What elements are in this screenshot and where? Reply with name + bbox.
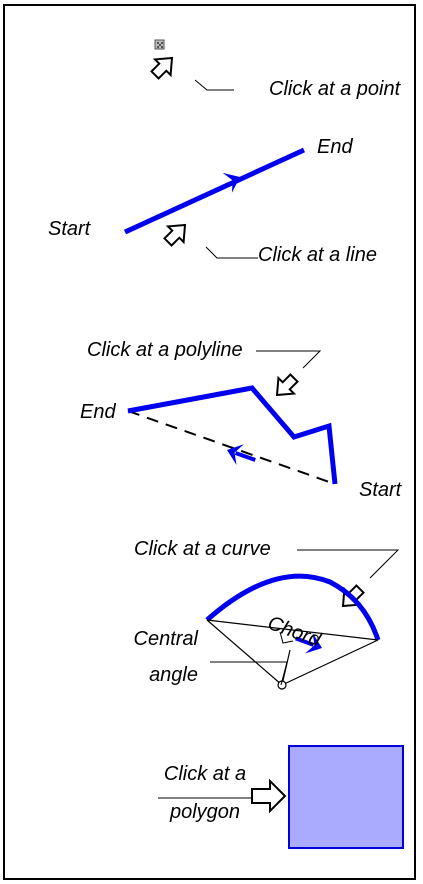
line-start-label: Start xyxy=(48,218,91,240)
curve-arc-shape xyxy=(205,573,381,641)
central-angle-label-line2: angle xyxy=(149,664,198,686)
direction-arrow-icon xyxy=(227,444,256,466)
direction-arrow-icon xyxy=(295,632,322,654)
polyline-label: Click at a polyline xyxy=(87,339,243,361)
polygon-label-line2: polygon xyxy=(169,801,241,823)
hollow-right-arrow-icon xyxy=(251,778,287,814)
central-angle-label-line1: Central xyxy=(133,628,198,650)
polyline-end-label: End xyxy=(80,401,116,423)
radius-line-2 xyxy=(281,639,379,686)
point-marker-icon xyxy=(154,39,165,50)
pointer-arrow-icon xyxy=(163,223,187,247)
polyline-leader-line xyxy=(256,350,322,369)
point-leader-line xyxy=(194,79,234,91)
angle-leader-line xyxy=(210,661,288,686)
radius-line-1 xyxy=(206,619,283,686)
polyline-start-label: Start xyxy=(359,479,402,501)
right-angle-mark xyxy=(279,631,294,644)
diagram-frame xyxy=(3,4,416,880)
line-end-label: End xyxy=(317,136,353,158)
curve-leader-line xyxy=(297,549,400,579)
polyline-closing-dashed xyxy=(127,410,336,485)
line-shape xyxy=(123,147,306,235)
line-label: Click at a line xyxy=(258,244,377,266)
point-label: Click at a point xyxy=(269,78,401,100)
pointer-arrow-icon xyxy=(275,373,299,397)
polyline-shape xyxy=(127,385,338,485)
direction-arrow-icon xyxy=(222,172,240,193)
polygon-label-line1: Click at a xyxy=(163,763,247,785)
polygon-shape xyxy=(288,745,404,849)
pointer-arrow-icon xyxy=(150,56,174,80)
curve-label: Click at a curve xyxy=(134,538,271,560)
line-leader-line xyxy=(205,246,258,259)
chord-line xyxy=(206,619,379,641)
